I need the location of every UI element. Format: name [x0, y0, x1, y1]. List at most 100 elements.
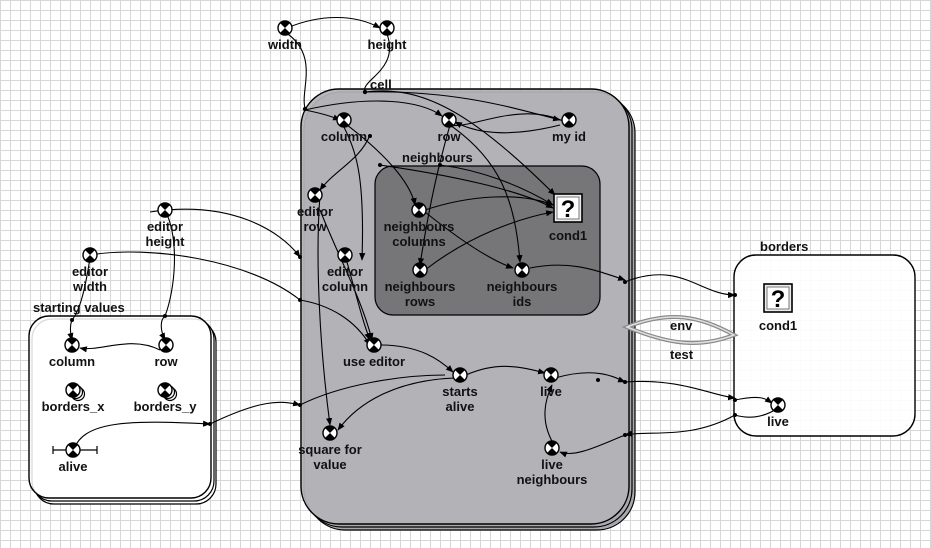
edge: [89, 251, 301, 301]
node-sv-column[interactable]: column: [49, 337, 95, 369]
edge: [554, 372, 626, 383]
node-borders-y[interactable]: borders_y: [134, 382, 198, 414]
container-title-borders: borders: [760, 239, 808, 254]
node-label: alive: [59, 459, 88, 474]
edge: [299, 374, 446, 406]
node-use-editor[interactable]: use editor: [343, 337, 405, 369]
edge: [319, 134, 371, 191]
edge: [379, 344, 454, 373]
node-cond1-inner[interactable]: ?cond1: [549, 193, 587, 243]
junction-dot: [368, 134, 372, 138]
edge: [734, 396, 773, 404]
link-label-env: env: [670, 318, 693, 333]
junction-dot: [208, 422, 212, 426]
node-label: column: [49, 354, 95, 369]
edge: [364, 33, 390, 93]
node-cell-column[interactable]: column: [321, 112, 367, 144]
junction-dot: [302, 106, 308, 112]
node-label: borders_x: [42, 399, 106, 414]
junction-dot: [378, 163, 382, 167]
edge: [346, 124, 417, 206]
env-test-link[interactable]: env test: [621, 315, 739, 362]
svg-text:?: ?: [561, 196, 576, 223]
variable-node-icon: [514, 262, 530, 278]
edge: [364, 90, 556, 196]
edge: [337, 377, 456, 431]
edge: [304, 100, 443, 117]
variable-node-icon: [543, 367, 559, 383]
variable-node-icon: [366, 337, 382, 353]
node-sv-row[interactable]: row: [154, 337, 178, 369]
edge: [379, 164, 554, 209]
edge: [284, 31, 307, 109]
edge: [454, 121, 561, 134]
condition-question-icon: ?: [553, 193, 583, 223]
junction-dot: [623, 280, 627, 284]
variable-node-icon: [82, 247, 98, 263]
junction-dot: [362, 89, 368, 95]
edge: [624, 414, 736, 437]
node-label: use editor: [343, 354, 405, 369]
junction-dot: [733, 398, 737, 402]
node-label: column: [321, 129, 367, 144]
edge: [439, 164, 554, 206]
junction-dot: [596, 378, 600, 382]
edge: [424, 210, 554, 271]
node-my-id[interactable]: my id: [552, 112, 586, 144]
junction-dot: [298, 255, 302, 259]
node-borders-x[interactable]: borders_x: [42, 382, 106, 414]
node-height[interactable]: height: [368, 20, 408, 52]
node-label: borders_y: [134, 399, 198, 414]
container-title-neighbours: neighbours: [402, 150, 473, 165]
edge: [559, 434, 626, 458]
edge: [79, 343, 161, 353]
edge: [209, 400, 301, 425]
edge: [449, 124, 523, 263]
edge: [418, 124, 451, 266]
variable-node-icon: [64, 337, 80, 353]
node-width[interactable]: width: [267, 20, 302, 52]
junction-dot: [298, 403, 302, 407]
variable-node-icon: [322, 425, 338, 441]
node-cond1-borders[interactable]: ?cond1: [759, 283, 797, 333]
edge: [544, 384, 554, 444]
node-label: cond1: [759, 318, 797, 333]
variable-node-icon: [544, 440, 560, 456]
junction-dot: [163, 314, 167, 318]
edge: [529, 264, 626, 281]
node-alive[interactable]: alive: [52, 442, 98, 474]
variable-node-icon: [277, 20, 293, 36]
node-live-borders[interactable]: live: [767, 397, 789, 429]
variable-node-icon: [336, 112, 352, 128]
container-borders[interactable]: borders: [733, 239, 916, 437]
edge: [424, 211, 514, 269]
variable-node-icon: [441, 112, 457, 128]
node-cell-row[interactable]: row: [437, 112, 461, 144]
node-live[interactable]: live: [540, 367, 562, 399]
node-label: row: [154, 354, 178, 369]
variable-node-icon: [411, 202, 427, 218]
node-label: width: [267, 37, 302, 52]
junction-dot: [70, 318, 74, 322]
stacked-node-icon: [157, 382, 178, 402]
edge: [624, 274, 736, 299]
variable-node-icon: [307, 187, 323, 203]
